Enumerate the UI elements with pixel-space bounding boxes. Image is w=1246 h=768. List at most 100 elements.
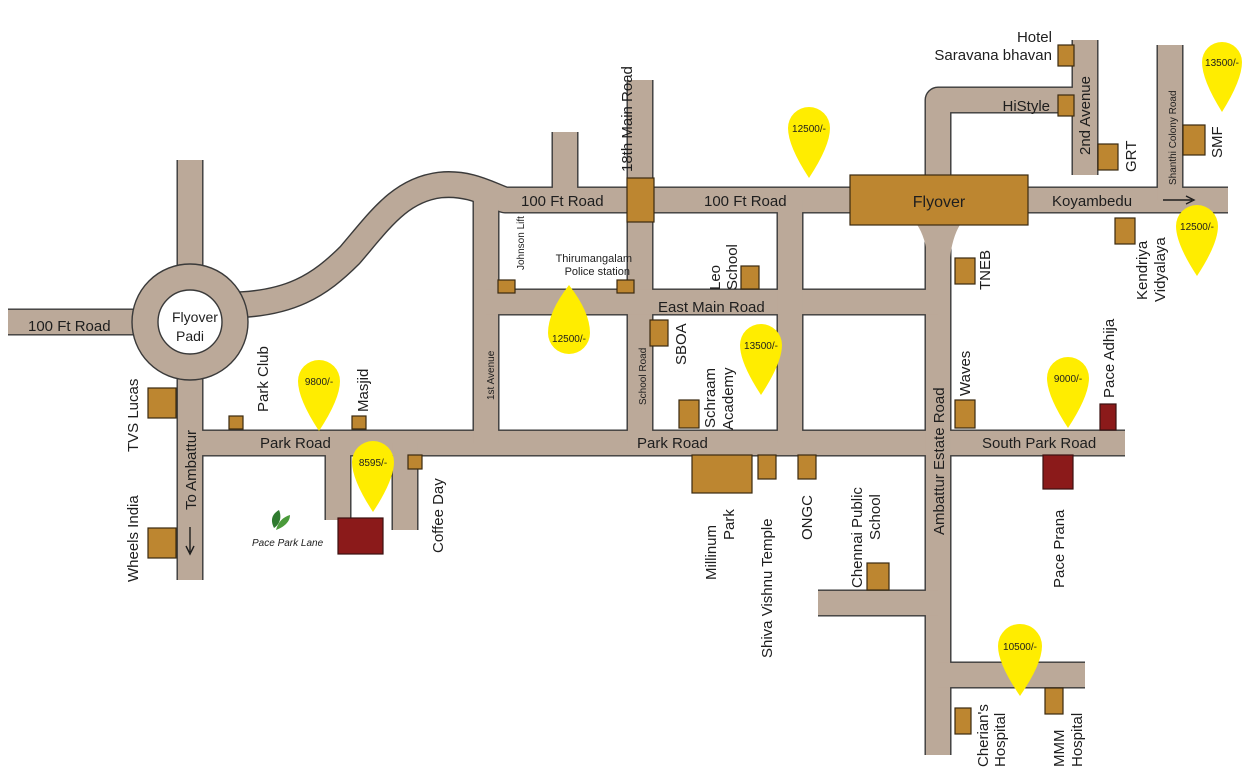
sboa-marker (649, 319, 669, 347)
price-8595: 8595/- (359, 458, 387, 469)
flyover-padi-label-2: Padi (176, 328, 204, 344)
masjid-label: Masjid (355, 369, 372, 412)
shiva-vishnu-temple-marker (757, 454, 777, 480)
coffee-day-label: Coffee Day (430, 478, 447, 553)
price-pins: 13500/- 12500/- 12500/- 12500/- 13500/- … (298, 42, 1242, 696)
schraam-label-2: Academy (720, 367, 737, 430)
histyle-marker (1057, 94, 1075, 117)
hundred-ft-road-label-2: 100 Ft Road (704, 193, 787, 210)
hundred-ft-road-label-1: 100 Ft Road (521, 193, 604, 210)
ongc-marker (797, 454, 817, 480)
park-club-marker (228, 415, 244, 430)
price-13500-top: 13500/- (1205, 58, 1239, 69)
junction-18th-main (626, 177, 655, 223)
east-main-road-label: East Main Road (658, 299, 765, 316)
wheels-india-label: Wheels India (125, 495, 142, 582)
leo-label-2: School (724, 244, 741, 290)
price-12500-mid: 12500/- (552, 334, 586, 345)
millinum-label-1: Millinum (703, 525, 720, 580)
price-13500-mid: 13500/- (744, 341, 778, 352)
price-pin-9800: 9800/- (298, 360, 340, 431)
price-pin-12500-mid: 12500/- (548, 285, 590, 354)
tvs-lucas-marker (147, 387, 177, 419)
schraam-academy-marker (678, 399, 700, 429)
cherians-hospital-marker (954, 707, 972, 735)
pace-adhija-project (1099, 403, 1117, 431)
chennai-public-label-2: School (867, 494, 884, 540)
waves-label: Waves (957, 351, 974, 396)
leaf-logo-icon (271, 510, 290, 530)
mmm-label-2: Hospital (1069, 713, 1086, 767)
grt-label: GRT (1123, 141, 1140, 172)
police-label-1: Thirumangalam (556, 253, 632, 265)
price-10500: 10500/- (1003, 642, 1037, 653)
first-avenue-label: 1st Avenue (486, 350, 497, 400)
hundred-ft-road-west-label: 100 Ft Road (28, 318, 111, 335)
tneb-label: TNEB (977, 250, 994, 290)
coffee-day-marker (407, 454, 423, 470)
south-park-road-label: South Park Road (982, 435, 1096, 452)
flyover-block (849, 174, 1029, 226)
price-pin-13500-top: 13500/- (1202, 42, 1242, 112)
mmm-hospital-marker (1044, 687, 1064, 715)
road-labels: 100 Ft Road 100 Ft Road 100 Ft Road Koya… (28, 66, 1196, 556)
hotel-saravana-bhavan-marker (1057, 44, 1075, 67)
eighteenth-main-road-label: 18th Main Road (619, 66, 636, 172)
price-9800: 9800/- (305, 377, 333, 388)
park-road-label-2: Park Road (637, 435, 708, 452)
waves-marker (954, 399, 976, 429)
chennai-public-label-1: Chennai Public (849, 487, 866, 588)
road-network (8, 40, 1228, 755)
johnson-lift-marker (497, 279, 516, 294)
cherian-label-1: Cherian's (975, 704, 992, 767)
price-pin-8595: 8595/- (352, 441, 394, 512)
landmarks: Hotel Saravana bhavan HiStyle GRT SMF Ke… (125, 29, 1226, 767)
flyover-label: Flyover (913, 194, 966, 211)
park-club-label: Park Club (255, 346, 272, 412)
grt-marker (1097, 143, 1119, 171)
arrow-to-ambattur-icon (185, 527, 195, 556)
histyle-label: HiStyle (1002, 98, 1050, 115)
sboa-label: SBOA (673, 323, 690, 365)
price-12500-right: 12500/- (1180, 222, 1214, 233)
chennai-public-school-marker (866, 562, 890, 591)
to-ambattur-label: To Ambattur (183, 430, 200, 510)
koyambedu-label: Koyambedu (1052, 193, 1132, 210)
leo-school-marker (740, 265, 760, 290)
pace-adhija-label: Pace Adhija (1101, 318, 1118, 398)
johnson-lift-label: Johnson Lift (516, 216, 527, 270)
tvs-lucas-label: TVS Lucas (125, 379, 142, 452)
smf-marker (1182, 124, 1206, 156)
millinum-park-marker (691, 454, 753, 494)
masjid-marker (351, 415, 367, 430)
tneb-marker (954, 257, 976, 285)
price-pin-13500-mid: 13500/- (740, 324, 782, 395)
shanthi-colony-road-label: Shanthi Colony Road (1168, 90, 1179, 185)
price-pin-12500-right: 12500/- (1176, 205, 1218, 276)
kendriya-vidyalaya-marker (1114, 217, 1136, 245)
price-12500-top: 12500/- (792, 124, 826, 135)
price-9000: 9000/- (1054, 374, 1082, 385)
ambattur-estate-road-label: Ambattur Estate Road (931, 387, 948, 535)
ongc-label: ONGC (799, 495, 816, 540)
police-label-2: Police station (565, 266, 630, 278)
price-pin-10500: 10500/- (998, 624, 1042, 696)
kendriya-label-1: Kendriya (1134, 240, 1151, 300)
police-station-marker (616, 279, 635, 294)
millinum-label-2: Park (721, 509, 738, 540)
flyover-padi-label-1: Flyover (172, 309, 218, 325)
leo-label-1: Leo (707, 265, 724, 290)
price-pin-12500-top: 12500/- (788, 107, 830, 178)
hotel-label-1: Hotel (1017, 29, 1052, 46)
pace-prana-project (1042, 454, 1074, 490)
wheels-india-marker (147, 527, 177, 559)
pace-park-lane-label: Pace Park Lane (252, 538, 324, 549)
pace-prana-label: Pace Prana (1051, 509, 1068, 588)
price-pin-9000: 9000/- (1047, 357, 1089, 428)
smf-label: SMF (1209, 126, 1226, 158)
school-road-label: School Road (638, 348, 649, 405)
second-avenue-label: 2nd Avenue (1077, 76, 1094, 155)
kendriya-label-2: Vidyalaya (1152, 237, 1169, 302)
pace-park-lane-project (337, 517, 384, 555)
